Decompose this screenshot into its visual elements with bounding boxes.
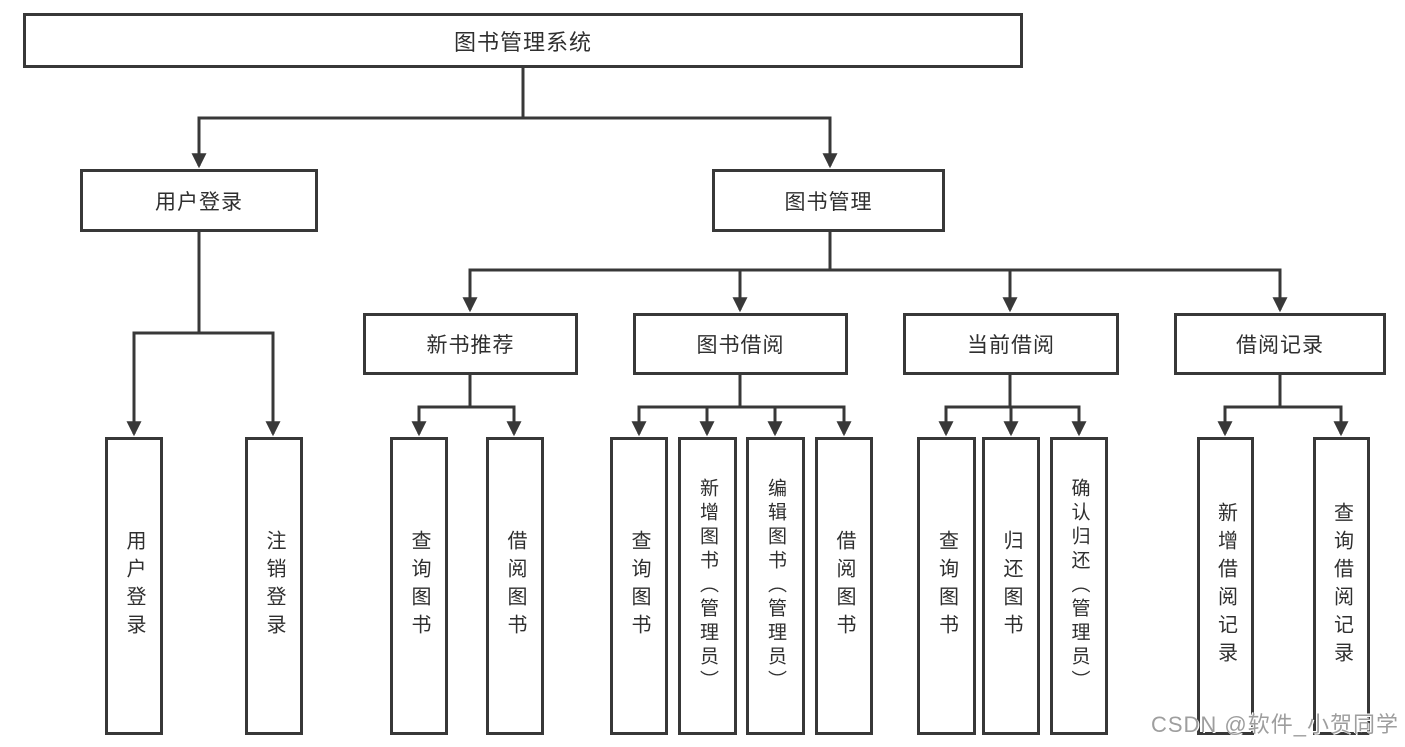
node-new-book-recommend: 新书推荐 (363, 313, 578, 375)
node-user-login: 用户登录 (80, 169, 318, 232)
leaf-confirm-return-admin: 确认归还（管理员） (1050, 437, 1108, 735)
leaf-query-book-1: 查询图书 (390, 437, 448, 735)
node-borrow-record: 借阅记录 (1174, 313, 1386, 375)
leaf-return-book: 归还图书 (982, 437, 1040, 735)
leaf-logout: 注销登录 (245, 437, 303, 735)
node-book-borrow: 图书借阅 (633, 313, 848, 375)
node-book-management: 图书管理 (712, 169, 945, 232)
leaf-user-login: 用户登录 (105, 437, 163, 735)
leaf-query-borrow-record: 查询借阅记录 (1313, 437, 1370, 735)
leaf-edit-book-admin: 编辑图书（管理员） (746, 437, 805, 735)
leaf-borrow-book-1: 借阅图书 (486, 437, 544, 735)
node-system-root: 图书管理系统 (23, 13, 1023, 68)
leaf-query-book-2: 查询图书 (610, 437, 668, 735)
leaf-add-borrow-record: 新增借阅记录 (1197, 437, 1254, 735)
leaf-query-book-3: 查询图书 (917, 437, 976, 735)
node-current-borrow: 当前借阅 (903, 313, 1119, 375)
leaf-borrow-book-2: 借阅图书 (815, 437, 873, 735)
leaf-add-book-admin: 新增图书（管理员） (678, 437, 737, 735)
